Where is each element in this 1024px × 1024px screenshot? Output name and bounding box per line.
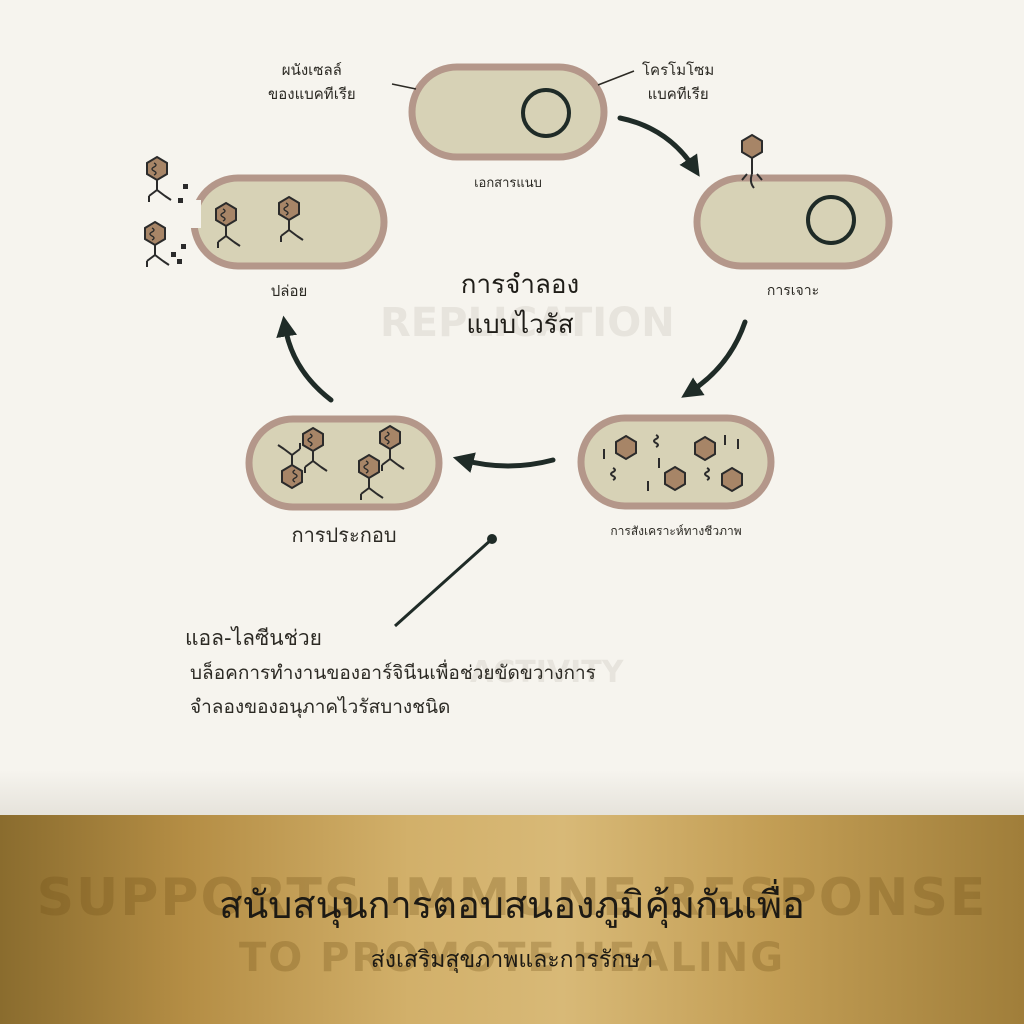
cell-wall-pointer [391, 83, 417, 90]
label-chromosome-line1: โครโมโซม [642, 61, 715, 79]
phage-penetrating [741, 133, 763, 189]
stage-label-release: ปล่อย [270, 282, 308, 300]
release-debris [171, 184, 188, 264]
chromosome-pointer [597, 70, 635, 86]
cell-wall-opening [189, 200, 201, 228]
note-body: บล็อคการทำงานของอาร์จินีนเพื่อช่วยขัดขวา… [190, 662, 596, 718]
cell-penetration [693, 174, 893, 270]
callout-dot [487, 534, 497, 544]
biosynthesis-parts [603, 434, 743, 493]
label-chromosome: โครโมโซม แบคทีเรีย [642, 58, 714, 106]
label-chromosome-line2: แบคทีเรีย [647, 85, 709, 103]
ghost-replication-text: REPLICATION [380, 300, 675, 346]
cell-attachment [408, 63, 608, 161]
label-cell-wall-line1: ผนังเซลล์ [281, 61, 342, 79]
banner-subtitle: ส่งเสริมสุขภาพและการรักษา [370, 947, 654, 973]
gold-banner [0, 815, 1024, 1024]
stage-label-penetration: การเจาะ [766, 283, 820, 299]
banner-fade [0, 770, 1024, 820]
banner-ghost-line1: SUPPORTS IMMUNE RESPONSE [36, 868, 988, 928]
banner-title: สนับสนุนการตอบสนองภูมิคุ้มกันเพื่อ [219, 883, 805, 927]
chromosome-circle-1 [521, 88, 571, 138]
label-cell-wall: ผนังเซลล์ ของแบคทีเรีย [268, 58, 356, 106]
chromosome-circle-2 [806, 195, 856, 245]
stage-label-biosynthesis: การสังเคราะห์ทางชีวภาพ [610, 524, 742, 538]
note-heading: แอล-ไลซีนช่วย [185, 626, 322, 650]
stage-label-attach: เอกสารแนบ [474, 176, 542, 191]
cell-biosynthesis [577, 414, 775, 510]
center-title-line2: แบบไวรัส [466, 310, 574, 340]
center-title-line1: การจำลอง [460, 270, 580, 300]
cycle-arrows [276, 115, 748, 473]
callout-line [393, 537, 494, 628]
label-cell-wall-line2: ของแบคทีเรีย [268, 85, 356, 103]
arrow-assembly-to-release [276, 315, 334, 403]
arrow-attach-to-penetration [617, 115, 700, 177]
center-title: การจำลอง แบบไวรัส [420, 265, 620, 345]
arrow-penetration-to-biosynthesis [681, 319, 748, 398]
stage-label-assembly: การประกอบ [291, 523, 397, 547]
ghost-activity-text: ACTIVITY [470, 655, 624, 690]
arrow-biosynthesis-to-assembly [452, 452, 556, 473]
cell-assembly [245, 415, 443, 511]
banner-ghost-line2: TO PROMOTE HEALING [238, 935, 786, 981]
